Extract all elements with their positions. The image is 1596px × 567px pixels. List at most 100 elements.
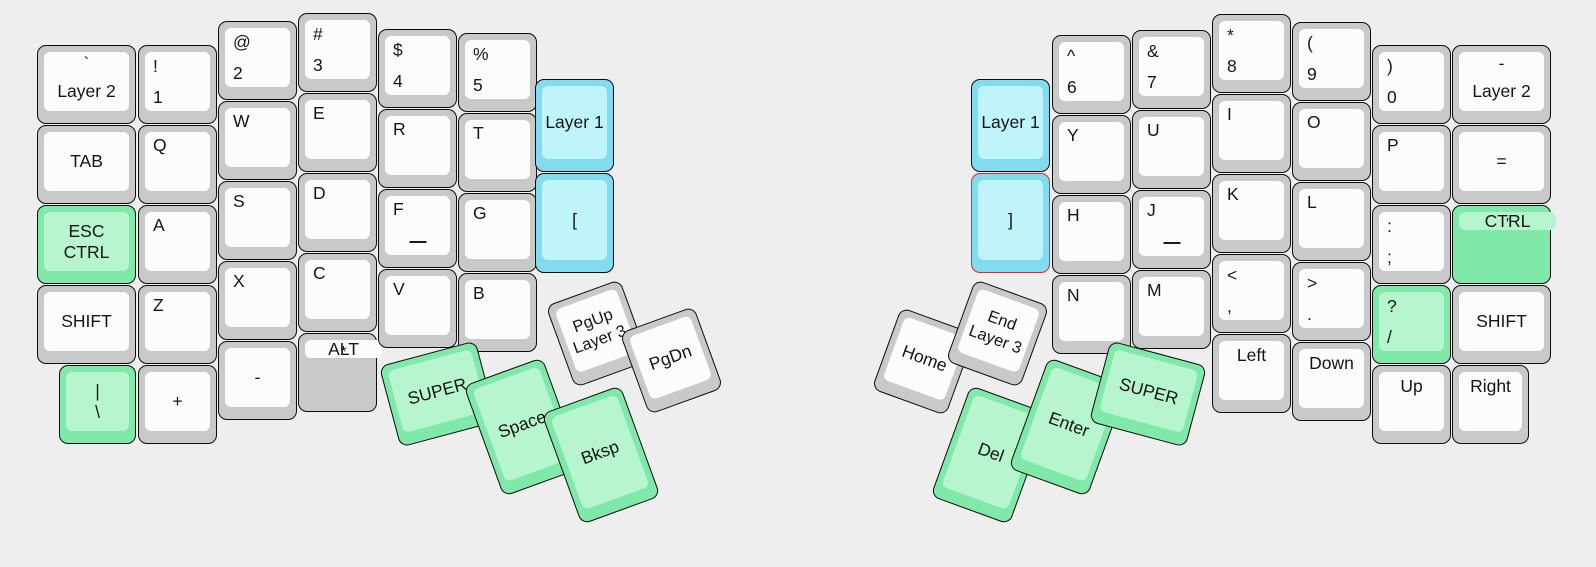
key-comma[interactable]: < , (1212, 254, 1291, 333)
legend-main: . (1307, 303, 1312, 324)
legend-main: Bksp (578, 435, 622, 469)
key-layer1-left[interactable]: Layer 1 (535, 79, 614, 172)
key-g[interactable]: G (458, 193, 537, 272)
key-slash[interactable]: ? / (1372, 285, 1451, 364)
keycap: ESC CTRL (44, 212, 129, 271)
legend-main: SUPER (405, 373, 469, 409)
key-semicolon[interactable]: : ; (1372, 205, 1451, 284)
keycap: G (465, 200, 530, 259)
key-bksp[interactable]: Bksp (541, 385, 661, 525)
legend-shifted: - (1498, 54, 1505, 73)
key-t[interactable]: T (458, 113, 537, 192)
key-pipe-backslash[interactable]: | \ (59, 365, 136, 444)
key-down-arrow[interactable]: Down (1292, 342, 1371, 421)
legend-main: SHIFT (1476, 311, 1527, 332)
key-l[interactable]: L (1292, 182, 1371, 261)
keycap: - (225, 348, 290, 407)
key-minus-left[interactable]: - (218, 341, 297, 420)
key-w[interactable]: W (218, 101, 297, 180)
key-1[interactable]: ! 1 (138, 45, 217, 124)
key-period[interactable]: > . (1292, 262, 1371, 341)
key-e[interactable]: E (298, 93, 377, 172)
key-q[interactable]: Q (138, 125, 217, 204)
key-bracket-right[interactable]: ] (971, 173, 1050, 273)
key-a[interactable]: A (138, 205, 217, 284)
key-right-arrow[interactable]: Right (1452, 365, 1529, 444)
key-z[interactable]: Z (138, 285, 217, 364)
keycap: J (1139, 197, 1204, 256)
key-quote-ctrl[interactable]: ' CTRL (1452, 205, 1556, 284)
key-esc-ctrl[interactable]: ESC CTRL (37, 205, 136, 284)
legend-main: Down (1309, 353, 1354, 373)
key-m[interactable]: M (1132, 270, 1211, 349)
key-shift-right[interactable]: SHIFT (1452, 285, 1551, 364)
key-plus[interactable]: + (138, 365, 217, 444)
key-bracket-left[interactable]: [ (535, 173, 614, 273)
key-u[interactable]: U (1132, 110, 1211, 189)
key-equals[interactable]: = (1452, 125, 1551, 204)
key-shift-left[interactable]: SHIFT (37, 285, 136, 364)
legend-shifted: * (1227, 25, 1234, 45)
keycap: C (305, 260, 370, 319)
key-left-arrow[interactable]: Left (1212, 334, 1291, 413)
keycap: I (1219, 101, 1284, 160)
key-k[interactable]: K (1212, 174, 1291, 253)
key-c[interactable]: C (298, 253, 377, 332)
keycap: @ 2 (225, 28, 290, 87)
legend-main: Right (1470, 376, 1511, 396)
key-j[interactable]: J (1132, 190, 1211, 269)
legend-main: D (313, 183, 326, 203)
key-0[interactable]: ) 0 (1372, 45, 1451, 124)
legend-main: S (233, 191, 245, 211)
key-layer2-right[interactable]: - Layer 2 (1452, 45, 1551, 124)
key-p[interactable]: P (1372, 125, 1451, 204)
legend-main: 9 (1307, 63, 1317, 84)
key-v[interactable]: V (378, 269, 457, 348)
keycap: # 3 (305, 20, 370, 79)
key-n[interactable]: N (1052, 275, 1131, 354)
keycap: A (145, 212, 210, 271)
key-alt[interactable]: * ALT (298, 333, 382, 412)
key-i[interactable]: I (1212, 94, 1291, 173)
legend-main: 8 (1227, 55, 1237, 76)
key-y[interactable]: Y (1052, 115, 1131, 194)
keycap: D (305, 180, 370, 239)
key-tab[interactable]: TAB (37, 125, 136, 204)
key-4[interactable]: $ 4 (378, 29, 457, 108)
keycap: Right (1459, 372, 1522, 431)
key-layer2-left[interactable]: ` Layer 2 (37, 45, 136, 124)
key-r[interactable]: R (378, 109, 457, 188)
key-9[interactable]: ( 9 (1292, 22, 1371, 101)
key-o[interactable]: O (1292, 102, 1371, 181)
legend-main: 3 (313, 54, 323, 75)
key-6[interactable]: ^ 6 (1052, 35, 1131, 114)
legend-main: Up (1400, 376, 1423, 396)
key-up-arrow[interactable]: Up (1372, 365, 1451, 444)
key-layer1-right[interactable]: Layer 1 (971, 79, 1050, 172)
key-f[interactable]: F (378, 189, 457, 268)
key-x[interactable]: X (218, 261, 297, 340)
legend-main: G (473, 203, 487, 223)
legend-shifted: ( (1307, 33, 1313, 53)
keycap: - Layer 2 (1459, 52, 1544, 111)
legend-main: 7 (1147, 71, 1157, 92)
key-h[interactable]: H (1052, 195, 1131, 274)
key-2[interactable]: @ 2 (218, 21, 297, 100)
key-7[interactable]: & 7 (1132, 30, 1211, 109)
legend-line2: \ (95, 401, 100, 422)
legend-main: + (172, 391, 183, 412)
key-8[interactable]: * 8 (1212, 14, 1291, 93)
key-d[interactable]: D (298, 173, 377, 252)
key-5[interactable]: % 5 (458, 33, 537, 112)
keycap: Down (1299, 349, 1364, 408)
legend-shifted: % (473, 44, 489, 64)
legend-line1: | (95, 381, 100, 402)
legend-main: Z (153, 295, 164, 315)
key-3[interactable]: # 3 (298, 13, 377, 92)
legend-shifted: & (1147, 41, 1159, 61)
key-b[interactable]: B (458, 273, 537, 352)
legend-main: [ (572, 209, 577, 230)
key-s[interactable]: S (218, 181, 297, 260)
keycap: H (1059, 202, 1124, 261)
keycap: O (1299, 109, 1364, 168)
